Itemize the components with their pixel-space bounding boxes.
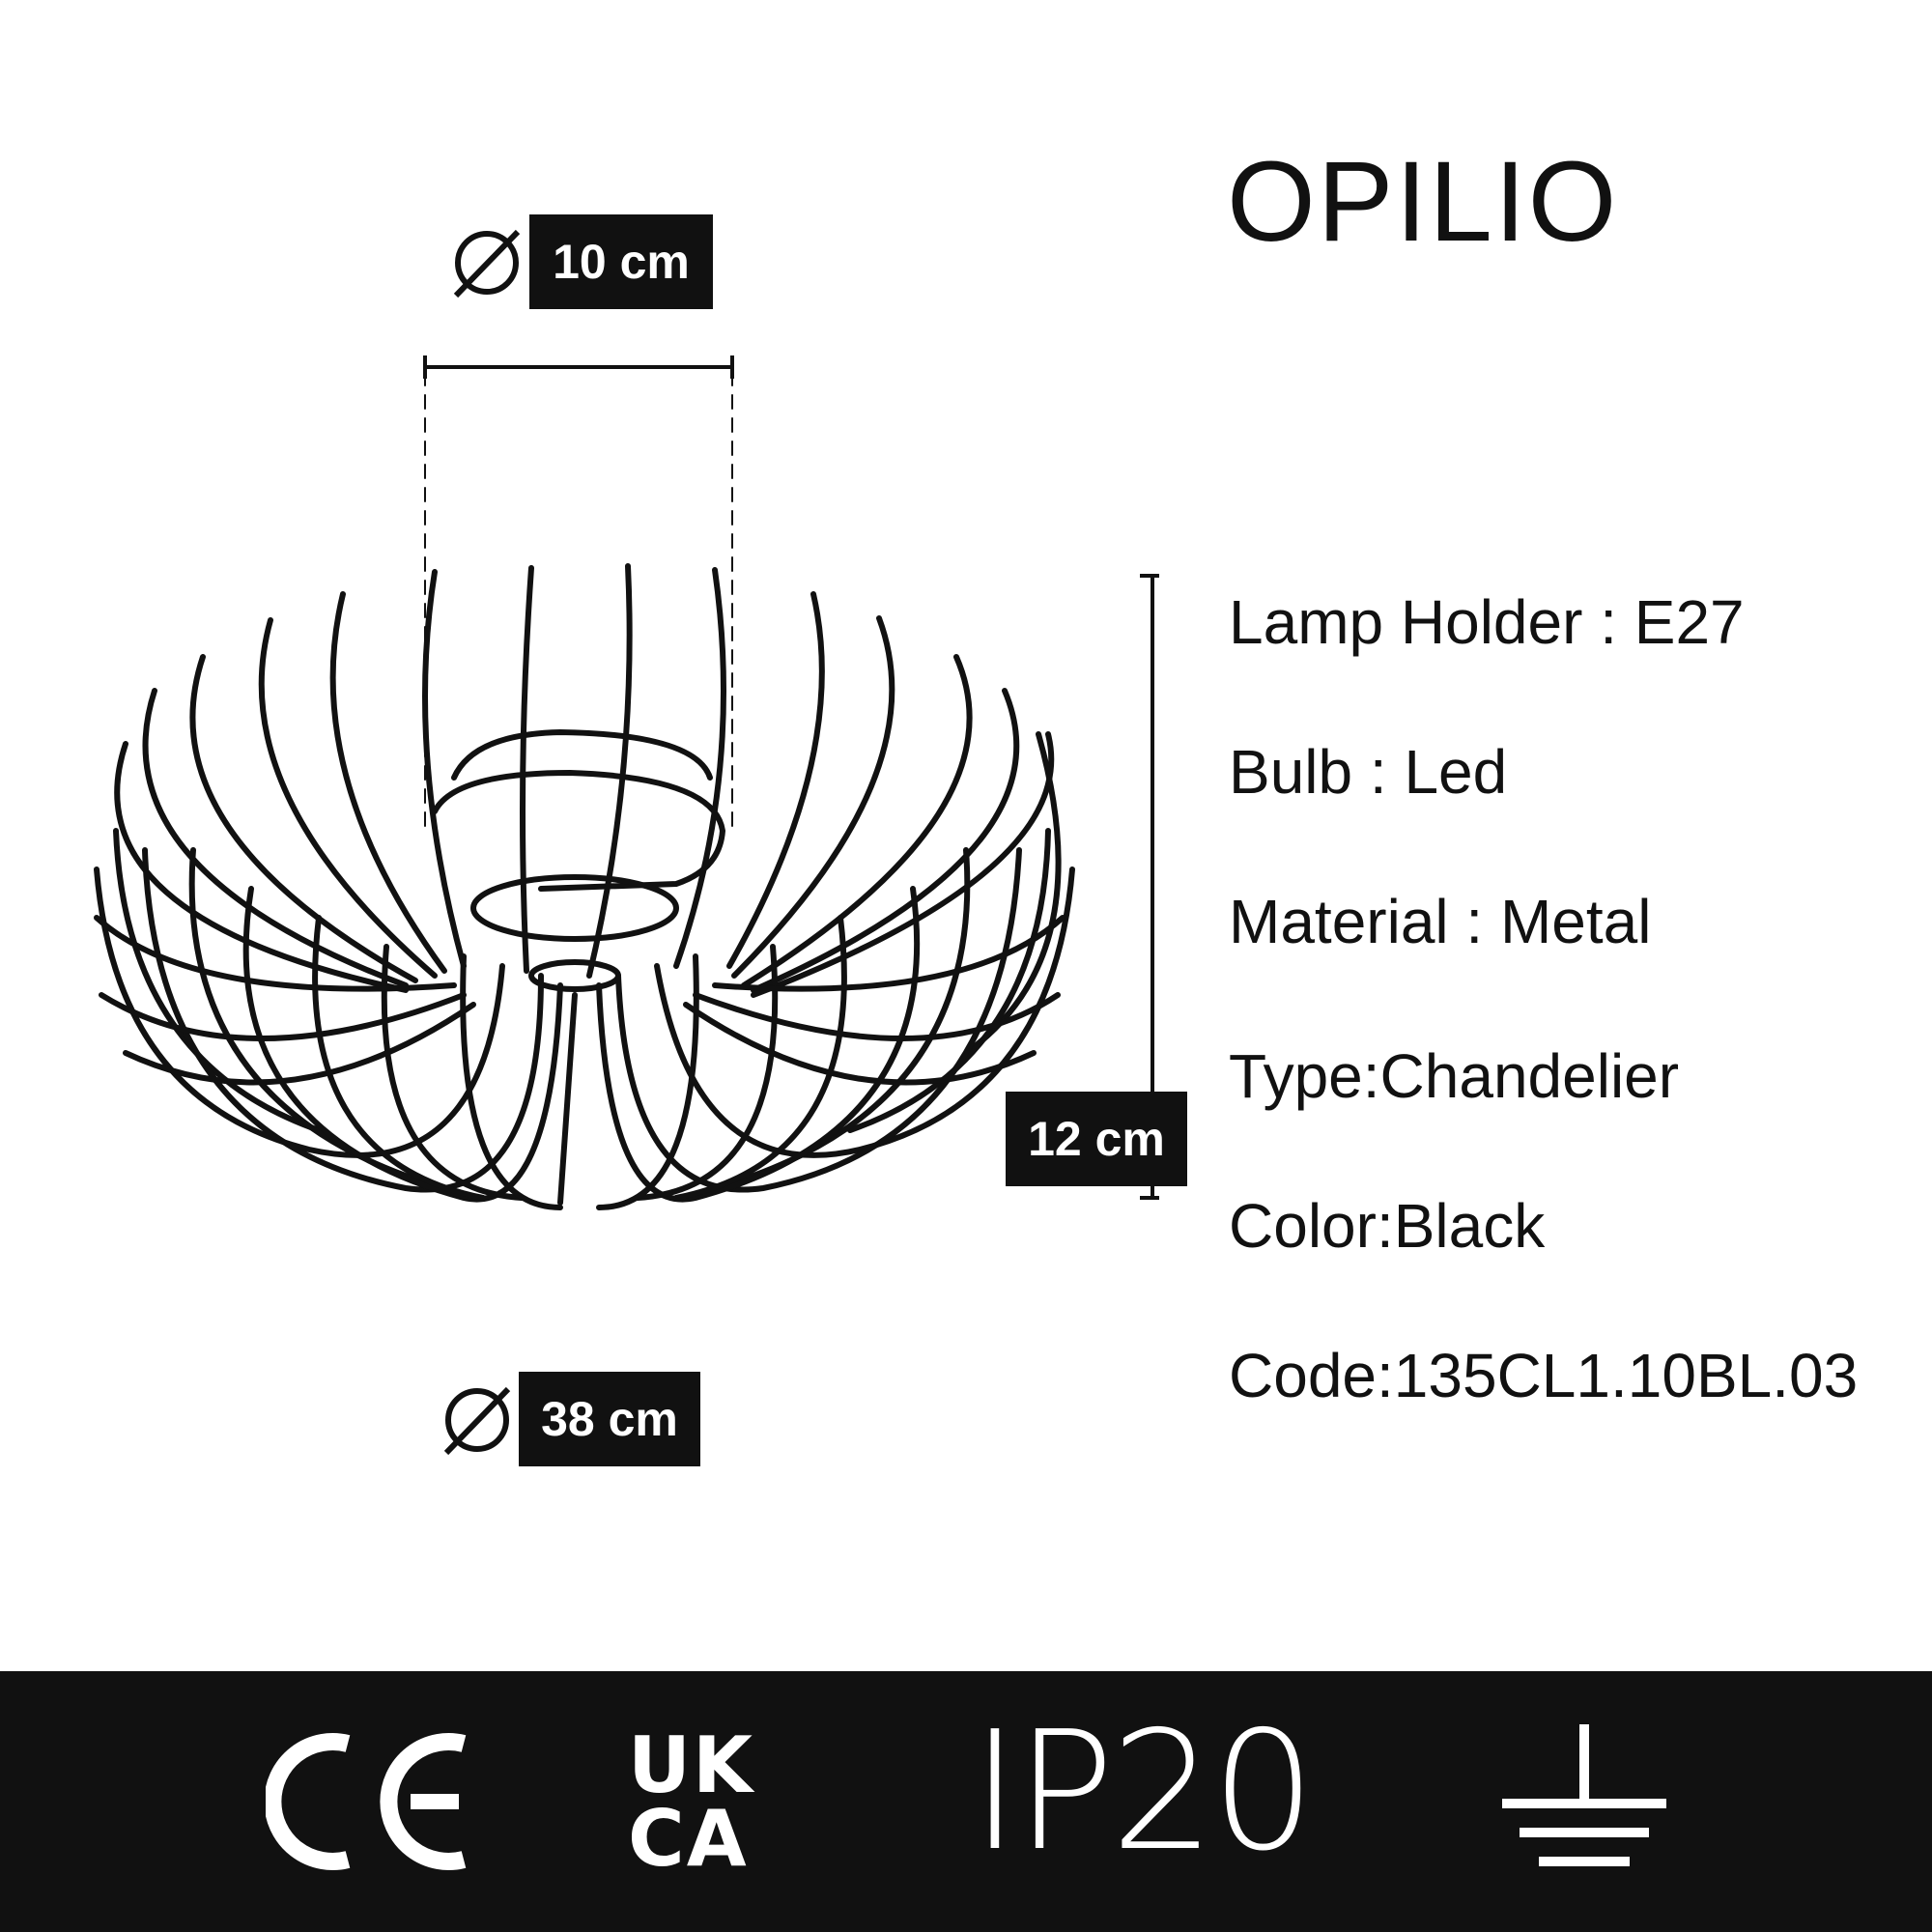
canopy-top <box>451 728 713 781</box>
ce-mark: CE <box>266 1724 467 1870</box>
diameter-icon <box>443 1386 511 1456</box>
svg-text:CE: CE <box>266 1724 268 1725</box>
spec-material: Material : Metal <box>1229 887 1652 956</box>
top-diameter-label: 10 cm <box>529 214 713 309</box>
ground-symbol-icon <box>1502 1724 1666 1866</box>
ip-rating: IP20 <box>971 1696 1316 1888</box>
spec-code: Code:135CL1.10BL.03 <box>1229 1341 1859 1410</box>
diameter-icon <box>453 229 521 298</box>
ukca-top: UK <box>628 1720 754 1810</box>
product-title: OPILIO <box>1227 138 1619 266</box>
canopy-ring <box>470 874 679 942</box>
spec-bulb: Bulb : Led <box>1229 737 1508 807</box>
bottom-diameter-label: 38 cm <box>519 1372 700 1466</box>
lamp-line-drawing <box>94 355 1159 1210</box>
ukca-mark: UK CA <box>628 1720 782 1884</box>
height-label: 12 cm <box>1006 1092 1187 1186</box>
certification-bar: CE UK CA IP20 <box>0 1671 1932 1932</box>
spec-type: Type:Chandelier <box>1229 1041 1680 1111</box>
spec-color: Color:Black <box>1229 1191 1546 1261</box>
bottom-ring <box>528 959 621 992</box>
canopy-disc <box>432 769 726 892</box>
ukca-bottom: CA <box>628 1794 749 1884</box>
spec-lamp-holder: Lamp Holder : E27 <box>1229 587 1745 657</box>
